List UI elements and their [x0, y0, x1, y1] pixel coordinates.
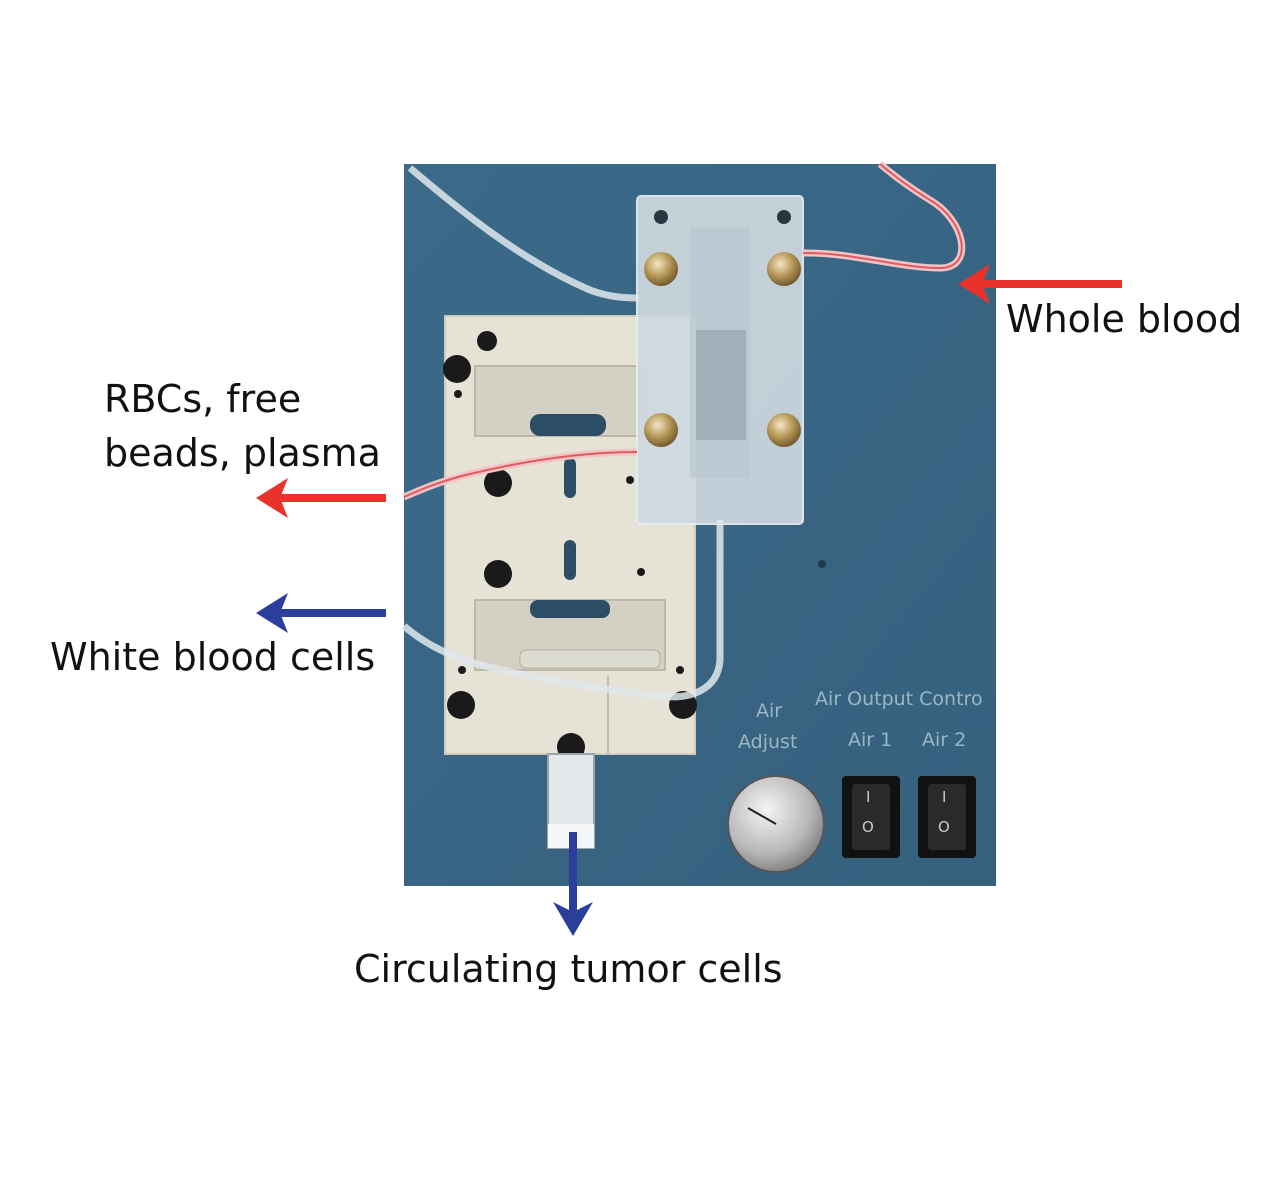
panel-label-adjust: Adjust [738, 731, 798, 753]
whole-blood-arrow [958, 264, 1122, 304]
panel-label-air-output-control: Air Output Contro [815, 688, 983, 710]
label-rbcs-line1: RBCs, free [104, 377, 302, 421]
rbc-arrow [256, 478, 386, 518]
air1-switch-off-mark: O [862, 818, 874, 836]
air-adjust-knob [727, 775, 825, 873]
tube-wbc-outlet [401, 520, 724, 701]
label-white-blood-cells: White blood cells [50, 635, 376, 679]
label-circulating-tumor-cells: Circulating tumor cells [354, 947, 783, 991]
panel-label-air: Air [756, 700, 783, 722]
air2-switch [918, 776, 976, 858]
ctc-arrow [553, 832, 593, 936]
air1-switch-on-mark: I [866, 788, 871, 806]
panel-label-air2: Air 2 [922, 729, 967, 751]
air2-switch-on-mark: I [942, 788, 947, 806]
microfluidic-chip [636, 195, 804, 525]
panel-label-air1: Air 1 [848, 729, 893, 751]
wbc-arrow [256, 593, 386, 633]
air1-switch [842, 776, 900, 858]
label-whole-blood: Whole blood [1006, 297, 1243, 341]
tube-inlet-clear [407, 165, 641, 302]
label-rbcs-line2: beads, plasma [104, 431, 381, 475]
air2-switch-off-mark: O [938, 818, 950, 836]
